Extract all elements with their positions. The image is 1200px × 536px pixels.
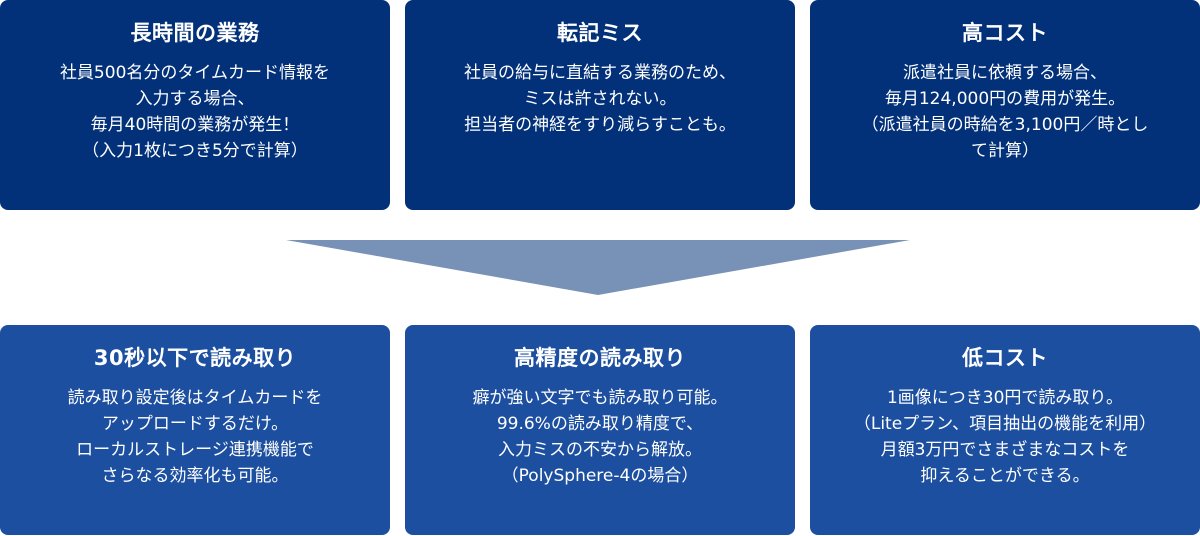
card-body: 社員500名分のタイムカード情報を 入力する場合、 毎月40時間の業務が発生！ … [0, 60, 390, 164]
card-line: 派遣社員に依頼する場合、 [903, 63, 1107, 83]
card-line: 抑えることができる。 [920, 466, 1090, 486]
card-line: 担当者の神経をすり減らすことも。 [464, 115, 736, 135]
card-line: ローカルストレージ連携機能で [76, 440, 314, 460]
card-body: 社員の給与に直結する業務のため、 ミスは許されない。 担当者の神経をすり減らすこ… [405, 60, 795, 138]
card-line: 社員500名分のタイムカード情報を [59, 63, 331, 83]
card-line: て計算） [971, 141, 1039, 161]
card-line: 入力する場合、 [135, 89, 255, 109]
card-line: 月額3万円でさまざまなコストを [880, 440, 1130, 460]
solution-card-high-accuracy: 高精度の読み取り 癖が強い文字でも読み取り可能。 99.6%の読み取り精度で、 … [405, 325, 795, 535]
card-line: （PolySphere-4の場合） [501, 466, 699, 486]
card-title: 高コスト [962, 21, 1048, 45]
card-line: 毎月40時間の業務が発生！ [90, 115, 300, 135]
down-arrow-icon [286, 240, 910, 295]
solution-card-fast-reading: 30秒以下で読み取り 読み取り設定後はタイムカードを アップロードするだけ。 ロ… [0, 325, 390, 535]
card-line: 毎月124,000円の費用が発生。 [884, 89, 1126, 109]
card-body: 派遣社員に依頼する場合、 毎月124,000円の費用が発生。 （派遣社員の時給を… [810, 60, 1200, 164]
card-line: 読み取り設定後はタイムカードを [67, 388, 323, 408]
card-line: 99.6%の読み取り精度で、 [496, 414, 704, 434]
card-body: 1画像につき30円で読み取り。 （Liteプラン、項目抽出の機能を利用） 月額3… [810, 385, 1200, 489]
card-title: 長時間の業務 [130, 21, 260, 45]
card-title: 30秒以下で読み取り [93, 346, 297, 370]
problem-card-long-hours: 長時間の業務 社員500名分のタイムカード情報を 入力する場合、 毎月40時間の… [0, 0, 390, 210]
card-title: 転記ミス [557, 21, 643, 45]
problem-card-transcription-errors: 転記ミス 社員の給与に直結する業務のため、 ミスは許されない。 担当者の神経をす… [405, 0, 795, 210]
problem-card-high-cost: 高コスト 派遣社員に依頼する場合、 毎月124,000円の費用が発生。 （派遣社… [810, 0, 1200, 210]
card-line: 入力ミスの不安から解放。 [498, 440, 702, 460]
card-line: さらなる効率化も可能。 [101, 466, 289, 486]
card-line: 1画像につき30円で読み取り。 [886, 388, 1124, 408]
solution-card-low-cost: 低コスト 1画像につき30円で読み取り。 （Liteプラン、項目抽出の機能を利用… [810, 325, 1200, 535]
card-line: 社員の給与に直結する業務のため、 [464, 63, 736, 83]
card-line: ミスは許されない。 [523, 89, 677, 109]
card-line: （派遣社員の時給を3,100円／時とし [861, 115, 1149, 135]
card-title: 低コスト [962, 346, 1048, 370]
card-line: （Liteプラン、項目抽出の機能を利用） [853, 414, 1157, 434]
card-body: 癖が強い文字でも読み取り可能。 99.6%の読み取り精度で、 入力ミスの不安から… [405, 385, 795, 489]
card-line: 癖が強い文字でも読み取り可能。 [472, 388, 728, 408]
card-title: 高精度の読み取り [514, 346, 686, 370]
card-body: 読み取り設定後はタイムカードを アップロードするだけ。 ローカルストレージ連携機… [0, 385, 390, 489]
card-line: （入力1枚につき5分で計算） [82, 141, 308, 161]
card-line: アップロードするだけ。 [101, 414, 289, 434]
